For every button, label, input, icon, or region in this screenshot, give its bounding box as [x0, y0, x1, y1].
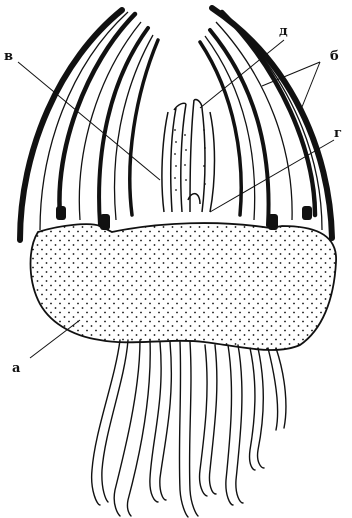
leader-a	[30, 320, 80, 358]
root	[258, 348, 264, 468]
root	[190, 342, 198, 516]
root	[268, 348, 278, 430]
scale-left-4	[130, 40, 158, 215]
root	[179, 342, 188, 517]
root	[226, 345, 233, 505]
label-b: б	[330, 50, 339, 63]
label-g: г	[334, 127, 342, 140]
root	[209, 345, 216, 494]
root	[200, 345, 208, 496]
central-bud	[162, 100, 215, 212]
label-v: в	[4, 50, 13, 63]
root	[114, 340, 140, 516]
label-a: а	[12, 362, 20, 375]
root	[250, 348, 255, 470]
roots	[92, 340, 286, 517]
root	[92, 340, 120, 505]
outer-scales	[20, 8, 332, 240]
scale-left-2	[59, 14, 135, 215]
basal-plate	[31, 223, 337, 350]
scale-left-3	[99, 28, 148, 225]
label-d: д	[279, 25, 288, 38]
root	[236, 345, 243, 503]
